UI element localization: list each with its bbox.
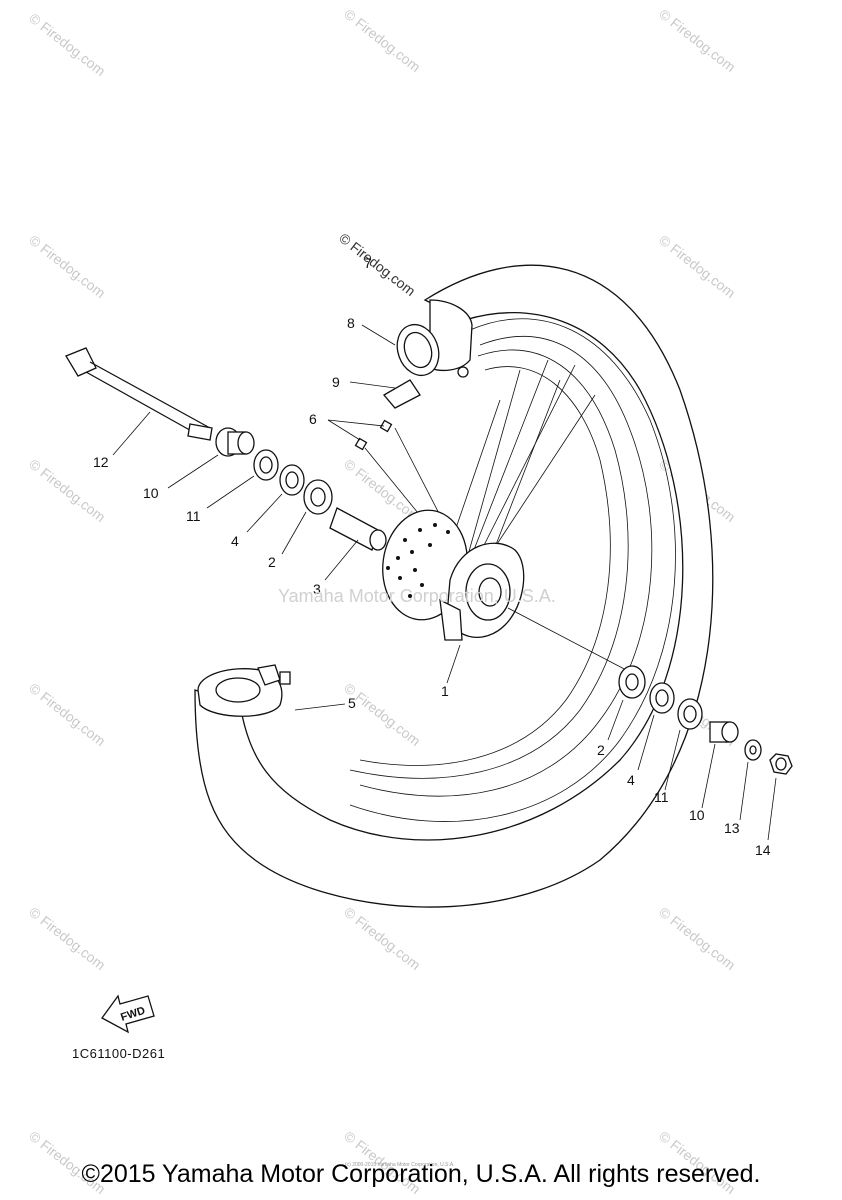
watermark-tile: © Firedog.com <box>656 6 738 75</box>
rim-band <box>396 323 440 377</box>
callout-13: 13 <box>724 820 740 836</box>
rim-tape <box>383 366 469 409</box>
bearing-right-4 <box>649 682 675 714</box>
callout-11-right: 11 <box>654 789 669 805</box>
callout-4-right: 4 <box>627 772 635 788</box>
diagram-code: 1C61100-D261 <box>72 1046 165 1061</box>
washer <box>744 739 762 761</box>
callout-14: 14 <box>755 842 771 858</box>
callout-11-left: 11 <box>186 508 201 524</box>
watermark-tile: © Firedog.com <box>656 232 738 301</box>
bearing-left-2 <box>303 479 333 515</box>
callout-12: 12 <box>93 454 109 470</box>
oil-seal-right <box>677 698 703 730</box>
brake-disc <box>382 509 468 621</box>
spoke-nipples <box>354 419 393 451</box>
spacer <box>329 507 387 551</box>
callouts: 7 8 9 6 12 10 11 4 2 3 1 5 2 4 11 10 13 … <box>93 255 771 858</box>
watermark-ink: © Firedog.com <box>336 230 418 299</box>
copyright-notice: ©2015 Yamaha Motor Corporation, U.S.A. A… <box>81 1160 761 1188</box>
collar-right <box>709 721 739 743</box>
leader-lines <box>112 324 777 841</box>
axle <box>65 347 213 441</box>
callout-8: 8 <box>347 315 355 331</box>
tube-lower <box>197 664 291 717</box>
collar-left <box>215 427 255 457</box>
watermark-tile: © Firedog.com <box>341 904 423 973</box>
callout-1: 1 <box>441 683 449 699</box>
callout-2-left: 2 <box>268 554 276 570</box>
tube-upper <box>429 299 473 372</box>
hub <box>439 542 525 641</box>
watermark-tile: © Firedog.com <box>341 6 423 75</box>
axle-nut <box>769 753 793 775</box>
callout-10-right: 10 <box>689 807 705 823</box>
watermark-tile: © Firedog.com <box>656 904 738 973</box>
watermark-tile: © Firedog.com <box>26 232 108 301</box>
bearing-right-2 <box>618 665 646 699</box>
bearing-left-4 <box>279 464 305 496</box>
callout-6: 6 <box>309 411 317 427</box>
watermark-center: Yamaha Motor Corporation, U.S.A. <box>278 586 556 606</box>
axle-centerline <box>507 607 631 673</box>
callout-10-left: 10 <box>143 485 159 501</box>
callout-3: 3 <box>313 581 321 597</box>
fine-print: (c) 2000-2015 Yamaha Motor Corporation, … <box>345 1162 455 1168</box>
callout-9: 9 <box>332 374 340 390</box>
watermark-tile: © Firedog.com <box>341 680 423 749</box>
callout-7: 7 <box>364 255 372 271</box>
watermark-tile: © Firedog.com <box>26 904 108 973</box>
rim <box>349 349 629 779</box>
fwd-arrow: FWD <box>101 994 155 1034</box>
watermark-tile: © Firedog.com <box>26 10 108 79</box>
callout-4-left: 4 <box>231 533 239 549</box>
callout-2-right: 2 <box>597 742 605 758</box>
watermark-tile: © Firedog.com <box>26 680 108 749</box>
callout-5: 5 <box>348 695 356 711</box>
oil-seal-left <box>253 449 279 481</box>
tire <box>194 264 714 908</box>
